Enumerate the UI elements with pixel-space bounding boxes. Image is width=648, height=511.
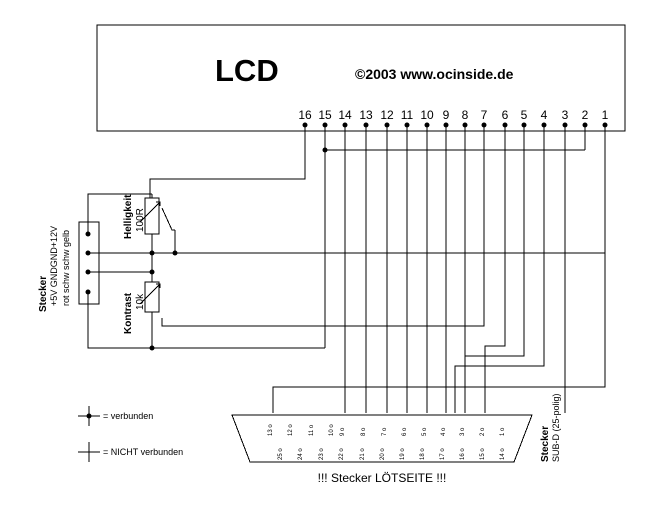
power-connector-pins: +5V GNDGND+12V (49, 226, 59, 306)
subd-bottom-pin-label: 25 o (278, 448, 284, 460)
power-connector-colors: rot schw schw gelb (61, 230, 71, 306)
subd-top-pin-row: 13 o 12 o 11 o 10 o 9 o 8 o 7 o 6 o 5 o 4 o 3 o 2 o… (268, 424, 506, 436)
subd-bottom-pin-label: 15 o (480, 448, 486, 460)
lcd-pin-label: 12 (380, 108, 394, 122)
lcd-module-box (96, 24, 626, 132)
brightness-potentiometer (139, 197, 175, 235)
subd-bottom-pin-label: 17 o (440, 448, 446, 460)
subd-caption: !!! Stecker LÖTSEITE !!! (318, 471, 447, 485)
subd-top-pin-label: 1 o (500, 427, 506, 436)
subd-bottom-pin-label: 24 o (298, 448, 304, 460)
lcd-title: LCD (215, 53, 279, 88)
lcd-pin-label: 7 (481, 108, 488, 122)
legend-connected-label: = verbunden (103, 411, 153, 421)
subd-bottom-pin-label: 20 o (380, 448, 386, 460)
lcd-copyright: ©2003 www.ocinside.de (355, 66, 514, 82)
lcd-pin-label: 15 (318, 108, 332, 122)
lcd-pin-label: 5 (521, 108, 528, 122)
subd-top-pin-label: 7 o (382, 427, 388, 436)
subd-bottom-pin-label: 19 o (400, 448, 406, 460)
subd-bottom-pin-label: 18 o (420, 448, 426, 460)
subd-connector-outline (231, 414, 533, 463)
subd-title: Stecker (540, 426, 551, 462)
lcd-pin-label: 16 (298, 108, 312, 122)
legend-connected-symbol (78, 406, 100, 426)
subd-top-pin-label: 13 o (268, 424, 274, 436)
lcd-pin-label: 10 (420, 108, 434, 122)
legend-not-connected-label: = NICHT verbunden (103, 447, 183, 457)
subd-top-pin-label: 4 o (441, 427, 447, 436)
lcd-pin-label: 8 (462, 108, 469, 122)
lcd-pin-label: 6 (502, 108, 509, 122)
subd-top-pin-label: 5 o (422, 427, 428, 436)
subd-top-pin-label: 6 o (402, 427, 408, 436)
contrast-potentiometer (139, 281, 161, 313)
power-wires (87, 193, 605, 349)
brightness-label: Helligkeit (123, 194, 134, 239)
subd-top-pin-label: 10 o (329, 424, 335, 436)
subd-top-pin-label: 2 o (480, 427, 486, 436)
contrast-label: Kontrast (123, 292, 134, 334)
lcd-pin-label: 3 (562, 108, 569, 122)
subd-top-pin-label: 8 o (361, 427, 367, 436)
lcd-pin-label: 14 (338, 108, 352, 122)
subd-bottom-pin-label: 22 o (339, 448, 345, 460)
subd-top-pin-label: 3 o (460, 427, 466, 436)
subd-top-pin-label: 11 o (309, 424, 315, 436)
lcd-pin-label: 2 (582, 108, 589, 122)
power-connector-title: Stecker (38, 276, 49, 312)
brightness-value: 100R (135, 208, 146, 232)
subd-top-pin-label: 9 o (340, 427, 346, 436)
subd-subtitle: SUB-D (25-polig) (551, 393, 561, 462)
contrast-value: 10k (135, 293, 146, 310)
lcd-pin-label: 1 (602, 108, 609, 122)
lcd-pin-label: 9 (443, 108, 450, 122)
power-connector-box (78, 221, 100, 305)
lcd-wires (149, 125, 606, 413)
legend-not-connected-symbol (78, 442, 100, 462)
subd-bottom-pin-label: 23 o (319, 448, 325, 460)
subd-top-pin-label: 12 o (288, 424, 294, 436)
lcd-pin-label: 4 (541, 108, 548, 122)
subd-bottom-pin-row: 25 o 24 o 23 o 22 o 21 o 20 o 19 o 18 o 17 o 16 o… (278, 448, 506, 460)
subd-bottom-pin-label: 14 o (500, 448, 506, 460)
lcd-pin-label: 13 (359, 108, 373, 122)
subd-bottom-pin-label: 21 o (360, 448, 366, 460)
subd-bottom-pin-label: 16 o (460, 448, 466, 460)
lcd-pin-label: 11 (401, 108, 414, 122)
